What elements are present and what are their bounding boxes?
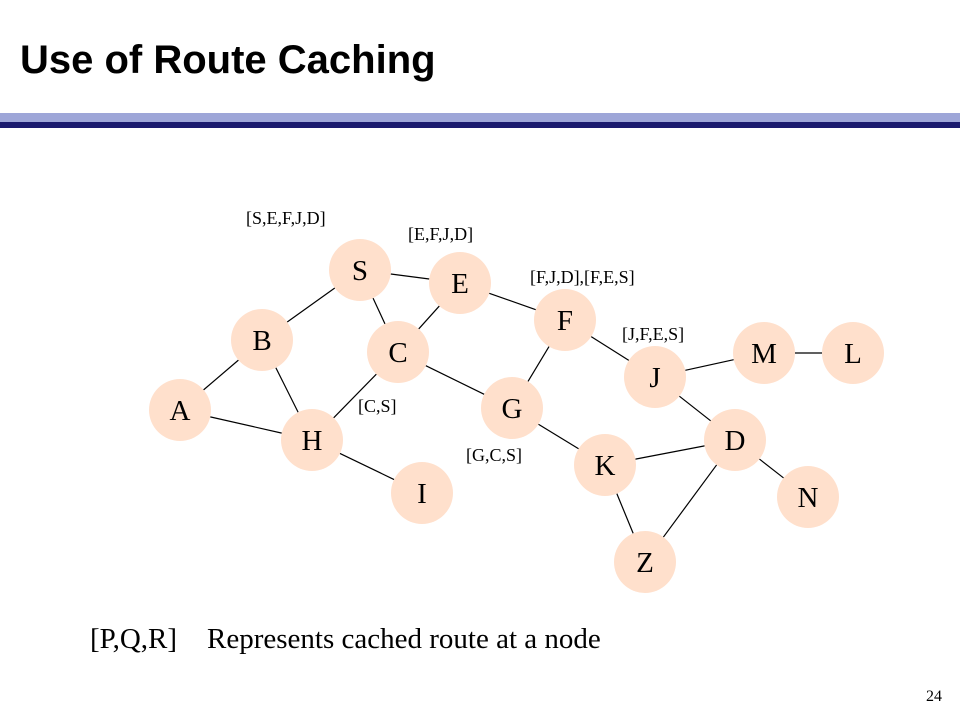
edge-g-k [538, 423, 579, 450]
edge-s-e [390, 273, 430, 280]
route-cache-g: [G,C,S] [466, 445, 522, 465]
node-circle [429, 252, 491, 314]
route-cache-s: [S,E,F,J,D] [246, 208, 326, 228]
edge-j-m [685, 359, 734, 371]
legend: [P,Q,R] Represents cached route at a node [90, 623, 601, 656]
node-g: G [481, 377, 543, 439]
node-label: C [388, 337, 407, 369]
slide-title: Use of Route Caching [20, 38, 436, 82]
node-circle [231, 309, 293, 371]
node-label: G [502, 393, 523, 425]
node-k: K [574, 434, 636, 496]
node-circle [534, 289, 596, 351]
node-label: S [352, 255, 368, 287]
node-circle [624, 346, 686, 408]
node-label: A [170, 395, 191, 427]
node-j: J [624, 346, 686, 408]
node-circle [733, 322, 795, 384]
edge-a-h [210, 416, 282, 434]
node-circle [822, 322, 884, 384]
node-c: C [367, 321, 429, 383]
edge-k-d [635, 445, 705, 460]
node-z: Z [614, 531, 676, 593]
node-m: M [733, 322, 795, 384]
node-label: K [595, 450, 616, 482]
node-a: A [149, 379, 211, 441]
node-label: L [844, 338, 862, 370]
legend-notation: [P,Q,R] [90, 623, 178, 655]
edge-f-g [527, 346, 550, 382]
edge-s-c [372, 297, 386, 325]
edge-layer [203, 273, 822, 538]
route-cache-e: [E,F,J,D] [408, 224, 473, 244]
node-e: E [429, 252, 491, 314]
title-underline-light [0, 113, 960, 122]
node-h: H [281, 409, 343, 471]
route-cache-f: [F,J,D],[F,E,S] [530, 267, 635, 287]
node-circle [777, 466, 839, 528]
node-circle [391, 462, 453, 524]
edge-d-z [662, 464, 718, 538]
node-label: E [451, 268, 469, 300]
node-label: D [725, 425, 746, 457]
node-circle [574, 434, 636, 496]
node-label: N [798, 482, 819, 514]
node-circle [367, 321, 429, 383]
node-label: M [751, 338, 777, 370]
edge-d-n [759, 458, 784, 479]
edge-c-g [425, 365, 485, 395]
edge-b-a [203, 359, 239, 391]
edge-c-h [333, 373, 377, 419]
node-circle [329, 239, 391, 301]
node-label: B [252, 325, 271, 357]
node-label: I [417, 478, 427, 510]
node-circle [614, 531, 676, 593]
node-i: I [391, 462, 453, 524]
edge-e-c [418, 305, 440, 330]
node-n: N [777, 466, 839, 528]
route-cache-c: [C,S] [358, 396, 397, 416]
node-d: D [704, 409, 766, 471]
route-cache-layer: [S,E,F,J,D] [E,F,J,D] [F,J,D],[F,E,S] [J,F,… [246, 208, 684, 465]
node-label: F [557, 305, 573, 337]
title-underline-dark [0, 122, 960, 128]
legend-description: Represents cached route at a node [207, 623, 601, 655]
node-f: F [534, 289, 596, 351]
edge-h-i [339, 452, 395, 481]
node-circle [149, 379, 211, 441]
edge-f-j [590, 336, 630, 361]
node-circle [281, 409, 343, 471]
edge-e-f [489, 292, 536, 311]
node-label: J [649, 362, 660, 394]
node-layer: S E F B C M L J A G H D K I N Z [149, 239, 884, 593]
edge-j-d [678, 395, 712, 422]
node-b: B [231, 309, 293, 371]
node-circle [481, 377, 543, 439]
node-label: Z [636, 547, 654, 579]
route-cache-j: [J,F,E,S] [622, 324, 684, 344]
node-circle [704, 409, 766, 471]
node-l: L [822, 322, 884, 384]
edge-s-b [286, 287, 336, 323]
edge-b-h [275, 367, 299, 413]
node-label: H [302, 425, 323, 457]
edge-k-z [616, 493, 634, 534]
page-number: 24 [926, 688, 942, 705]
node-s: S [329, 239, 391, 301]
